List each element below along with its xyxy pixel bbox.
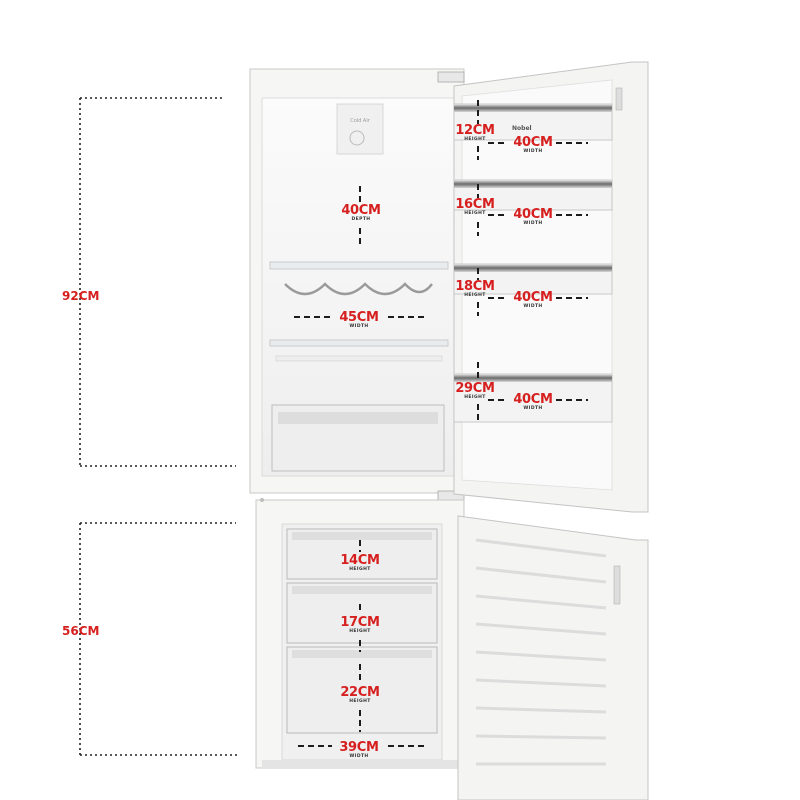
freezer-width-caption: WIDTH xyxy=(349,754,369,759)
freezer-height-bracket xyxy=(79,522,240,756)
door-shelf-4-height: 29CM HEIGHT xyxy=(454,382,496,401)
door-shelf-2-width-caption: WIDTH xyxy=(523,221,543,226)
door-bin-4 xyxy=(453,373,613,423)
door-shelf-2-height-caption: HEIGHT xyxy=(464,211,486,216)
freezer-drawer-2-height-caption: HEIGHT xyxy=(349,629,371,634)
fridge-cabinet xyxy=(249,68,465,494)
freezer-door xyxy=(457,515,649,800)
freezer-drawer-2-height: 17CM HEIGHT xyxy=(336,616,384,635)
door-bin-3 xyxy=(453,263,613,295)
freezer-drawer-3-height-value: 22CM xyxy=(340,685,380,700)
door-shelf-3-height-value: 18CM xyxy=(455,279,495,294)
fan-icon xyxy=(349,130,365,146)
door-shelf-4-width-value: 40CM xyxy=(513,392,553,407)
freezer-door-handle xyxy=(613,565,621,605)
fridge-depth-value: 40CM xyxy=(341,203,381,218)
cold-air-badge-text: Cold Air xyxy=(350,118,370,124)
fridge-shelf-width-label: 45CM WIDTH xyxy=(333,311,385,330)
hinge-upper xyxy=(437,71,465,83)
brand-logo: Nobel xyxy=(512,125,532,132)
fridge-shelf-width-value: 45CM xyxy=(339,310,379,325)
freezer-drawer-1-height-value: 14CM xyxy=(340,553,380,568)
fridge-depth-label: 40CM DEPTH xyxy=(336,204,386,223)
freezer-drawer-3-height-caption: HEIGHT xyxy=(349,699,371,704)
glass-shelf xyxy=(269,339,449,347)
fridge-height-bracket xyxy=(79,97,236,467)
door-shelf-3-width: 40CM WIDTH xyxy=(508,291,558,310)
freezer-drawer-2-height-value: 17CM xyxy=(340,615,380,630)
cold-air-badge xyxy=(336,103,384,155)
door-shelf-1-height-value: 12CM xyxy=(455,123,495,138)
door-shelf-2-height-value: 16CM xyxy=(455,197,495,212)
fridge-shelf-width-caption: WIDTH xyxy=(349,324,369,329)
door-shelf-3-height-caption: HEIGHT xyxy=(464,293,486,298)
plinth xyxy=(262,760,462,768)
power-indicator xyxy=(260,498,264,502)
freezer-height-label: 56CM xyxy=(62,624,100,638)
freezer-drawer-1-height-caption: HEIGHT xyxy=(349,567,371,572)
door-bin-1 xyxy=(453,103,613,141)
freezer-drawer-3 xyxy=(286,646,438,734)
door-shelf-2-height: 16CM HEIGHT xyxy=(454,198,496,217)
door-shelf-4-height-value: 29CM xyxy=(455,381,495,396)
fridge-height-label: 92CM xyxy=(62,289,100,303)
door-shelf-2-width: 40CM WIDTH xyxy=(508,208,558,227)
door-shelf-3-height: 18CM HEIGHT xyxy=(454,280,496,299)
door-shelf-1-width-value: 40CM xyxy=(513,135,553,150)
door-bin-2 xyxy=(453,179,613,211)
door-handle xyxy=(615,87,623,111)
door-shelf-4-width: 40CM WIDTH xyxy=(508,393,558,412)
fridge-depth-caption: DEPTH xyxy=(351,217,371,222)
door-shelf-3-width-caption: WIDTH xyxy=(523,304,543,309)
door-shelf-3-width-value: 40CM xyxy=(513,290,553,305)
door-shelf-2-width-value: 40CM xyxy=(513,207,553,222)
freezer-width-label: 39CM WIDTH xyxy=(334,741,384,760)
wine-rack xyxy=(284,282,433,296)
door-shelf-4-height-caption: HEIGHT xyxy=(464,395,486,400)
door-shelf-4-width-caption: WIDTH xyxy=(523,406,543,411)
door-shelf-1-height-caption: HEIGHT xyxy=(464,137,486,142)
door-shelf-1-width-caption: WIDTH xyxy=(523,149,543,154)
freezer-drawer-3-height: 22CM HEIGHT xyxy=(336,686,384,705)
glass-shelf xyxy=(275,355,443,362)
glass-shelf xyxy=(269,261,449,270)
door-shelf-1-height: 12CM HEIGHT xyxy=(454,124,496,143)
freezer-width-value: 39CM xyxy=(339,740,379,755)
inner-dimension-lines xyxy=(294,100,588,747)
freezer-drawer-1-height: 14CM HEIGHT xyxy=(336,554,384,573)
door-shelf-1-width: 40CM WIDTH xyxy=(508,136,558,155)
